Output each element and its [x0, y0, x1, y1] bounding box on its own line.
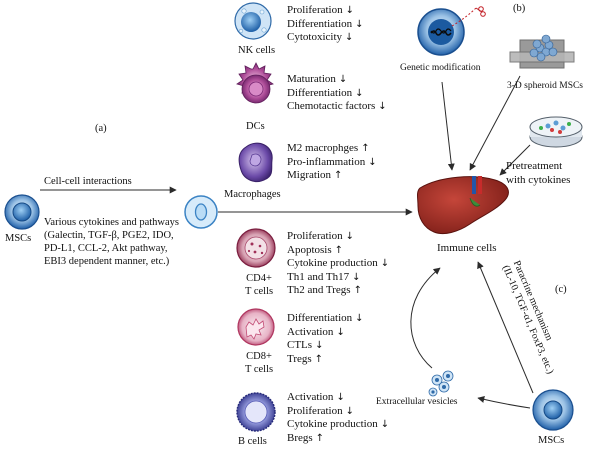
macrophages-label: Macrophages [224, 189, 281, 200]
effect-row: Th2 and Tregs↑ [287, 284, 362, 296]
panel-label-a: (a) [95, 123, 107, 134]
cd4-t-cells-label: CD4+ T cells [245, 273, 274, 297]
nk-cells-label: NK cells [238, 45, 276, 56]
pathways-line-3: PD-L1, CCL-2, Akt pathway, [44, 243, 168, 254]
spheroid-label: 3-D spheroid MSCs [507, 81, 584, 91]
dc-effects: Maturation↓ Differentiation↓ Chemotactic… [287, 73, 387, 114]
b-cells-label: B cells [238, 436, 267, 447]
pretreatment-label: Pretreatment with cytokines [506, 160, 571, 186]
panel-label-c: (c) [555, 284, 567, 295]
macrophage-icon [238, 142, 273, 183]
effect-row: Maturation↓ [287, 73, 348, 85]
b-cell-icon [236, 392, 276, 432]
petri-dish-icon [529, 116, 583, 148]
effect-row: M2 macrophges↑ [287, 142, 370, 154]
extracellular-vesicles-label: Extracellular vesicles [376, 397, 458, 407]
cell-cell-interactions-label: Cell-cell interactions [44, 176, 132, 187]
cd8-effects: Differentiation↓ Activation↓ CTLs↓ Tregs… [287, 312, 364, 366]
msc-label-right: MSCs [538, 435, 565, 446]
genetic-modified-msc-icon [417, 8, 465, 56]
effect-row: Apoptosis↑ [287, 243, 344, 256]
pathways-line-4: EBI3 dependent manner, etc.) [44, 256, 170, 267]
dcs-label: DCs [246, 121, 265, 132]
center-cell [184, 195, 218, 229]
genetic-modification-label: Genetic modification [400, 63, 481, 73]
effect-row: Bregs↑ [287, 431, 325, 444]
cd8-t-cells-label: CD8+ T cells [245, 351, 274, 375]
arrow-genetic-to-immune [441, 81, 455, 171]
effect-row: Th1 and Th17↓ [287, 270, 361, 283]
effect-row: Differentiation↓ [287, 86, 364, 99]
effect-row: Tregs↑ [287, 352, 324, 365]
scissors-icon [475, 6, 486, 17]
effect-row: Cytokine production↓ [287, 257, 390, 269]
pathways-line-1: Various cytokines and pathways [44, 217, 180, 228]
effect-row: Cytokine production↓ [287, 418, 390, 430]
msc-cell-left [4, 194, 40, 230]
effect-row: Differentiation↓ [287, 17, 364, 30]
arrow-msc-to-vesicles [477, 396, 531, 409]
msc-cell-right [532, 389, 574, 431]
effect-row: CTLs↓ [287, 339, 324, 351]
arrow-paracrine [477, 261, 534, 394]
arrow-vesicles-to-immune [410, 267, 441, 369]
dendritic-cell-icon [236, 62, 274, 104]
panel-label-b: (b) [513, 3, 526, 14]
spheroid-msc-icon [509, 34, 575, 69]
macrophage-effects: M2 macrophges↑ Pro-inflammation↓ Migrati… [287, 142, 377, 183]
effect-row: Proliferation↓ [287, 4, 354, 16]
effect-row: Activation↓ [287, 391, 345, 403]
effect-row: Chemotactic factors↓ [287, 100, 387, 112]
red-dashed-line [451, 7, 477, 27]
effect-row: Pro-inflammation↓ [287, 155, 377, 168]
cd8-t-cell-icon [237, 308, 275, 346]
b-cell-effects: Activation↓ Proliferation↓ Cytokine prod… [287, 391, 389, 445]
effect-row: Migration↑ [287, 169, 343, 181]
effect-row: Proliferation↓ [287, 404, 354, 417]
liver-icon [417, 176, 509, 235]
effect-row: Cytotoxicity↓ [287, 31, 354, 43]
msc-label-left: MSCs [5, 233, 32, 244]
immune-cells-label: Immune cells [437, 242, 497, 254]
arrow-pretreatment-to-immune [499, 144, 531, 176]
extracellular-vesicles-icon [428, 370, 454, 397]
effect-row: Differentiation↓ [287, 312, 364, 324]
effect-row: Activation↓ [287, 325, 345, 338]
cd4-t-cell-icon [236, 228, 276, 268]
nk-cell-icon [234, 2, 272, 40]
cd4-effects: Proliferation↓ Apoptosis↑ Cytokine produ… [287, 230, 389, 298]
arrow-spheroid-to-immune [469, 75, 521, 171]
effect-row: Proliferation↓ [287, 230, 354, 242]
nk-effects: Proliferation↓ Differentiation↓ Cytotoxi… [287, 4, 364, 45]
pathways-line-2: (Galectin, TGF-β, PGE2, IDO, [44, 230, 174, 241]
